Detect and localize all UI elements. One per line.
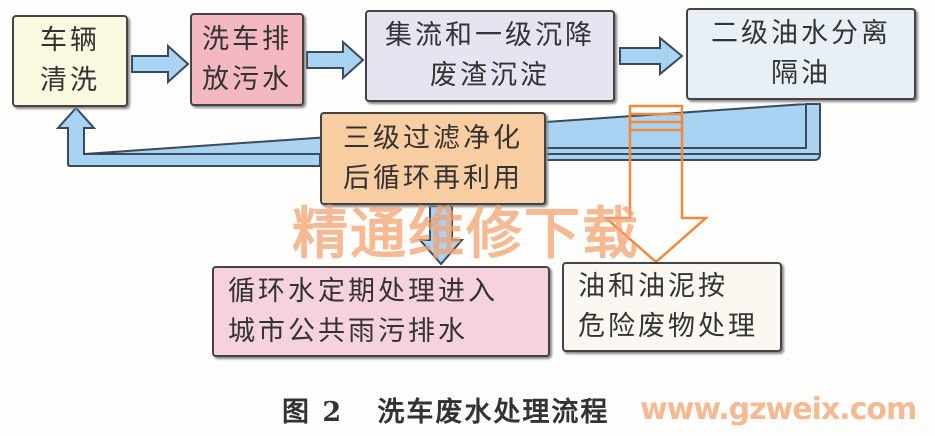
watermark-text: 精通维修下载 <box>292 202 640 267</box>
watermark-url: www.gzweix.com <box>640 392 917 427</box>
box-primary-settling: 集流和一级沉降 废渣沉淀 <box>365 10 615 102</box>
box-hazardous-waste: 油和油泥按 危险废物处理 <box>562 262 782 352</box>
figure-caption: 图 2 洗车废水处理流程 <box>282 390 609 429</box>
figure-title: 洗车废水处理流程 <box>377 397 610 428</box>
box-drain-municipal: 循环水定期处理进入 城市公共雨污排水 <box>212 266 550 357</box>
arrow-oil-to-hazard <box>602 104 710 264</box>
box-oil-water-separation: 二级油水分离 隔油 <box>686 8 916 100</box>
arrow-wash-to-discharge <box>131 43 190 85</box>
figure-number: 图 2 <box>282 397 344 428</box>
arrow-discharge-to-settle <box>306 39 365 81</box>
arrow-oil-stripes <box>630 112 682 132</box>
arrow-filter-to-drain <box>417 205 465 266</box>
box-discharge-wastewater: 洗车排 放污水 <box>190 13 304 106</box>
arrow-settle-to-oilsep <box>619 35 684 77</box>
box-filter-recycle: 三级过滤净化 后循环再利用 <box>320 112 546 205</box>
box-vehicle-wash: 车辆 清洗 <box>12 15 128 107</box>
